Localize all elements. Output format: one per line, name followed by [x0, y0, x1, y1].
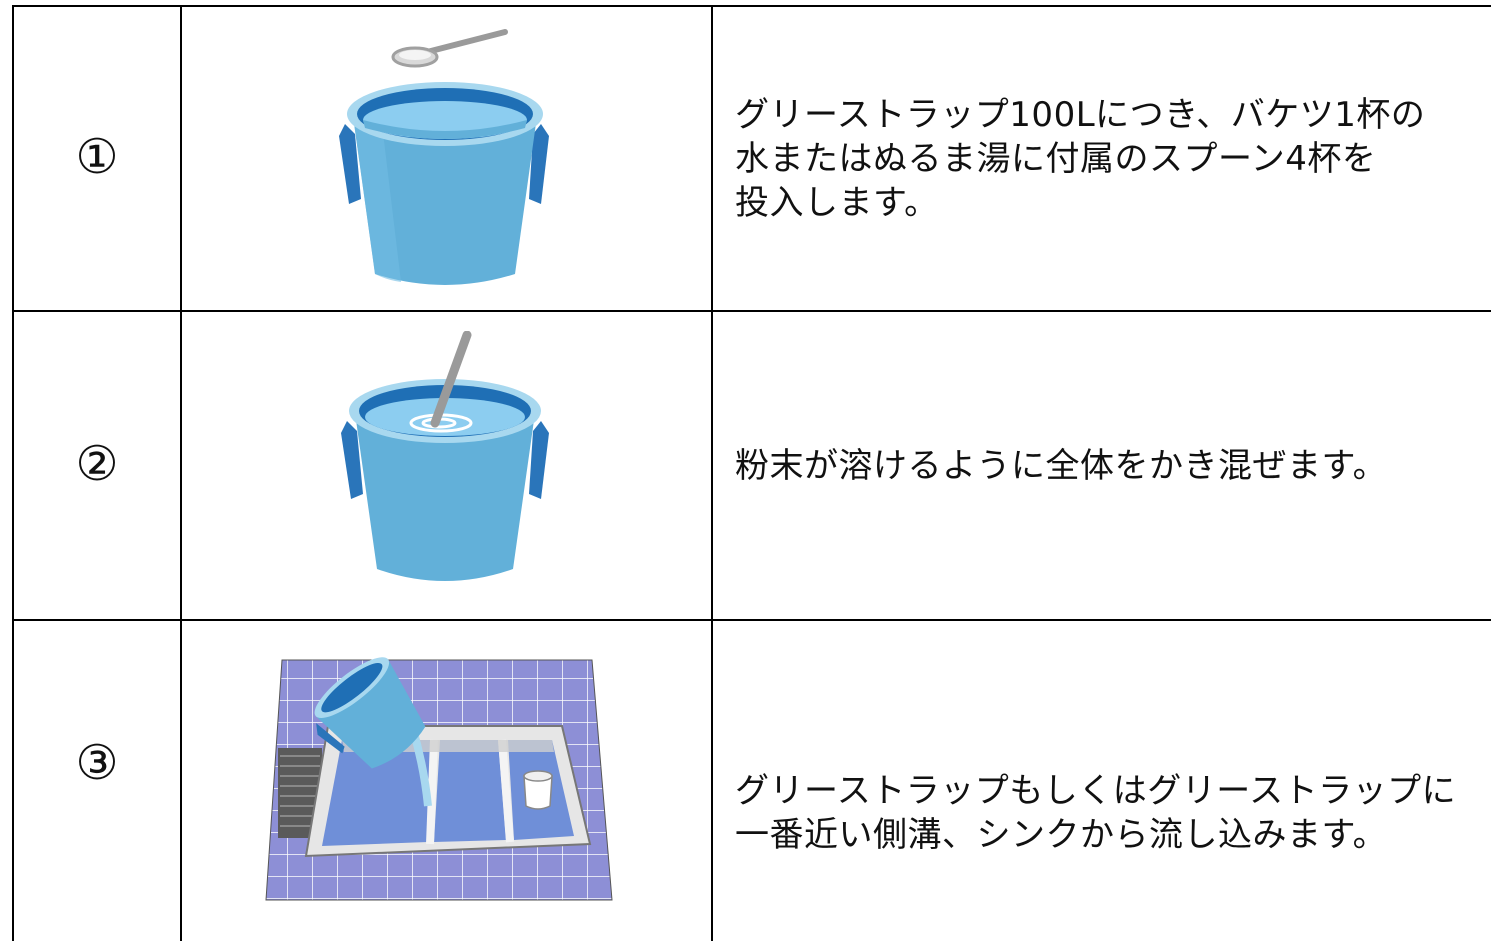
step-row-1: ① — [12, 5, 1491, 312]
step-number: ③ — [75, 735, 119, 791]
pouring-bucket-icon — [314, 657, 425, 769]
step-number-cell: ③ — [12, 619, 182, 941]
step-text-cell: 粉末が溶けるように全体をかき混ぜます。 — [711, 310, 1491, 621]
step-description: グリーストラップもしくはグリーストラップに 一番近い側溝、シンクから流し込みます… — [735, 771, 1457, 855]
step-text-cell: グリーストラップもしくはグリーストラップに 一番近い側溝、シンクから流し込みます… — [711, 619, 1491, 941]
step-number: ② — [75, 435, 119, 492]
bucket-stirring-illustration — [340, 330, 549, 581]
step-row-2: ② 粉末が溶けるように全体を — [12, 310, 1491, 621]
cup-icon — [522, 770, 553, 810]
spoon-icon — [391, 28, 508, 67]
step-text-cell: グリーストラップ100Lにつき、バケツ1杯の 水またはぬるま湯に付属のスプーン4… — [711, 5, 1491, 312]
step-illustration-cell — [180, 310, 713, 621]
step-illustration-cell — [180, 619, 713, 941]
step-number-cell: ② — [12, 310, 182, 621]
steps-table: ① — [12, 5, 1491, 941]
step-number: ① — [75, 128, 119, 185]
stirring-stick-icon — [430, 330, 471, 427]
step-row-3: ③ — [12, 619, 1491, 941]
step-number-cell: ① — [12, 5, 182, 312]
bucket-with-spoon-illustration — [338, 28, 549, 285]
grease-trap-pouring-illustration — [264, 657, 613, 901]
drain-grate-icon — [277, 748, 322, 838]
step-description: グリーストラップ100Lにつき、バケツ1杯の 水またはぬるま湯に付属のスプーン4… — [735, 94, 1426, 223]
step-description: 粉末が溶けるように全体をかき混ぜます。 — [735, 445, 1388, 486]
step-illustration-cell — [180, 5, 713, 312]
